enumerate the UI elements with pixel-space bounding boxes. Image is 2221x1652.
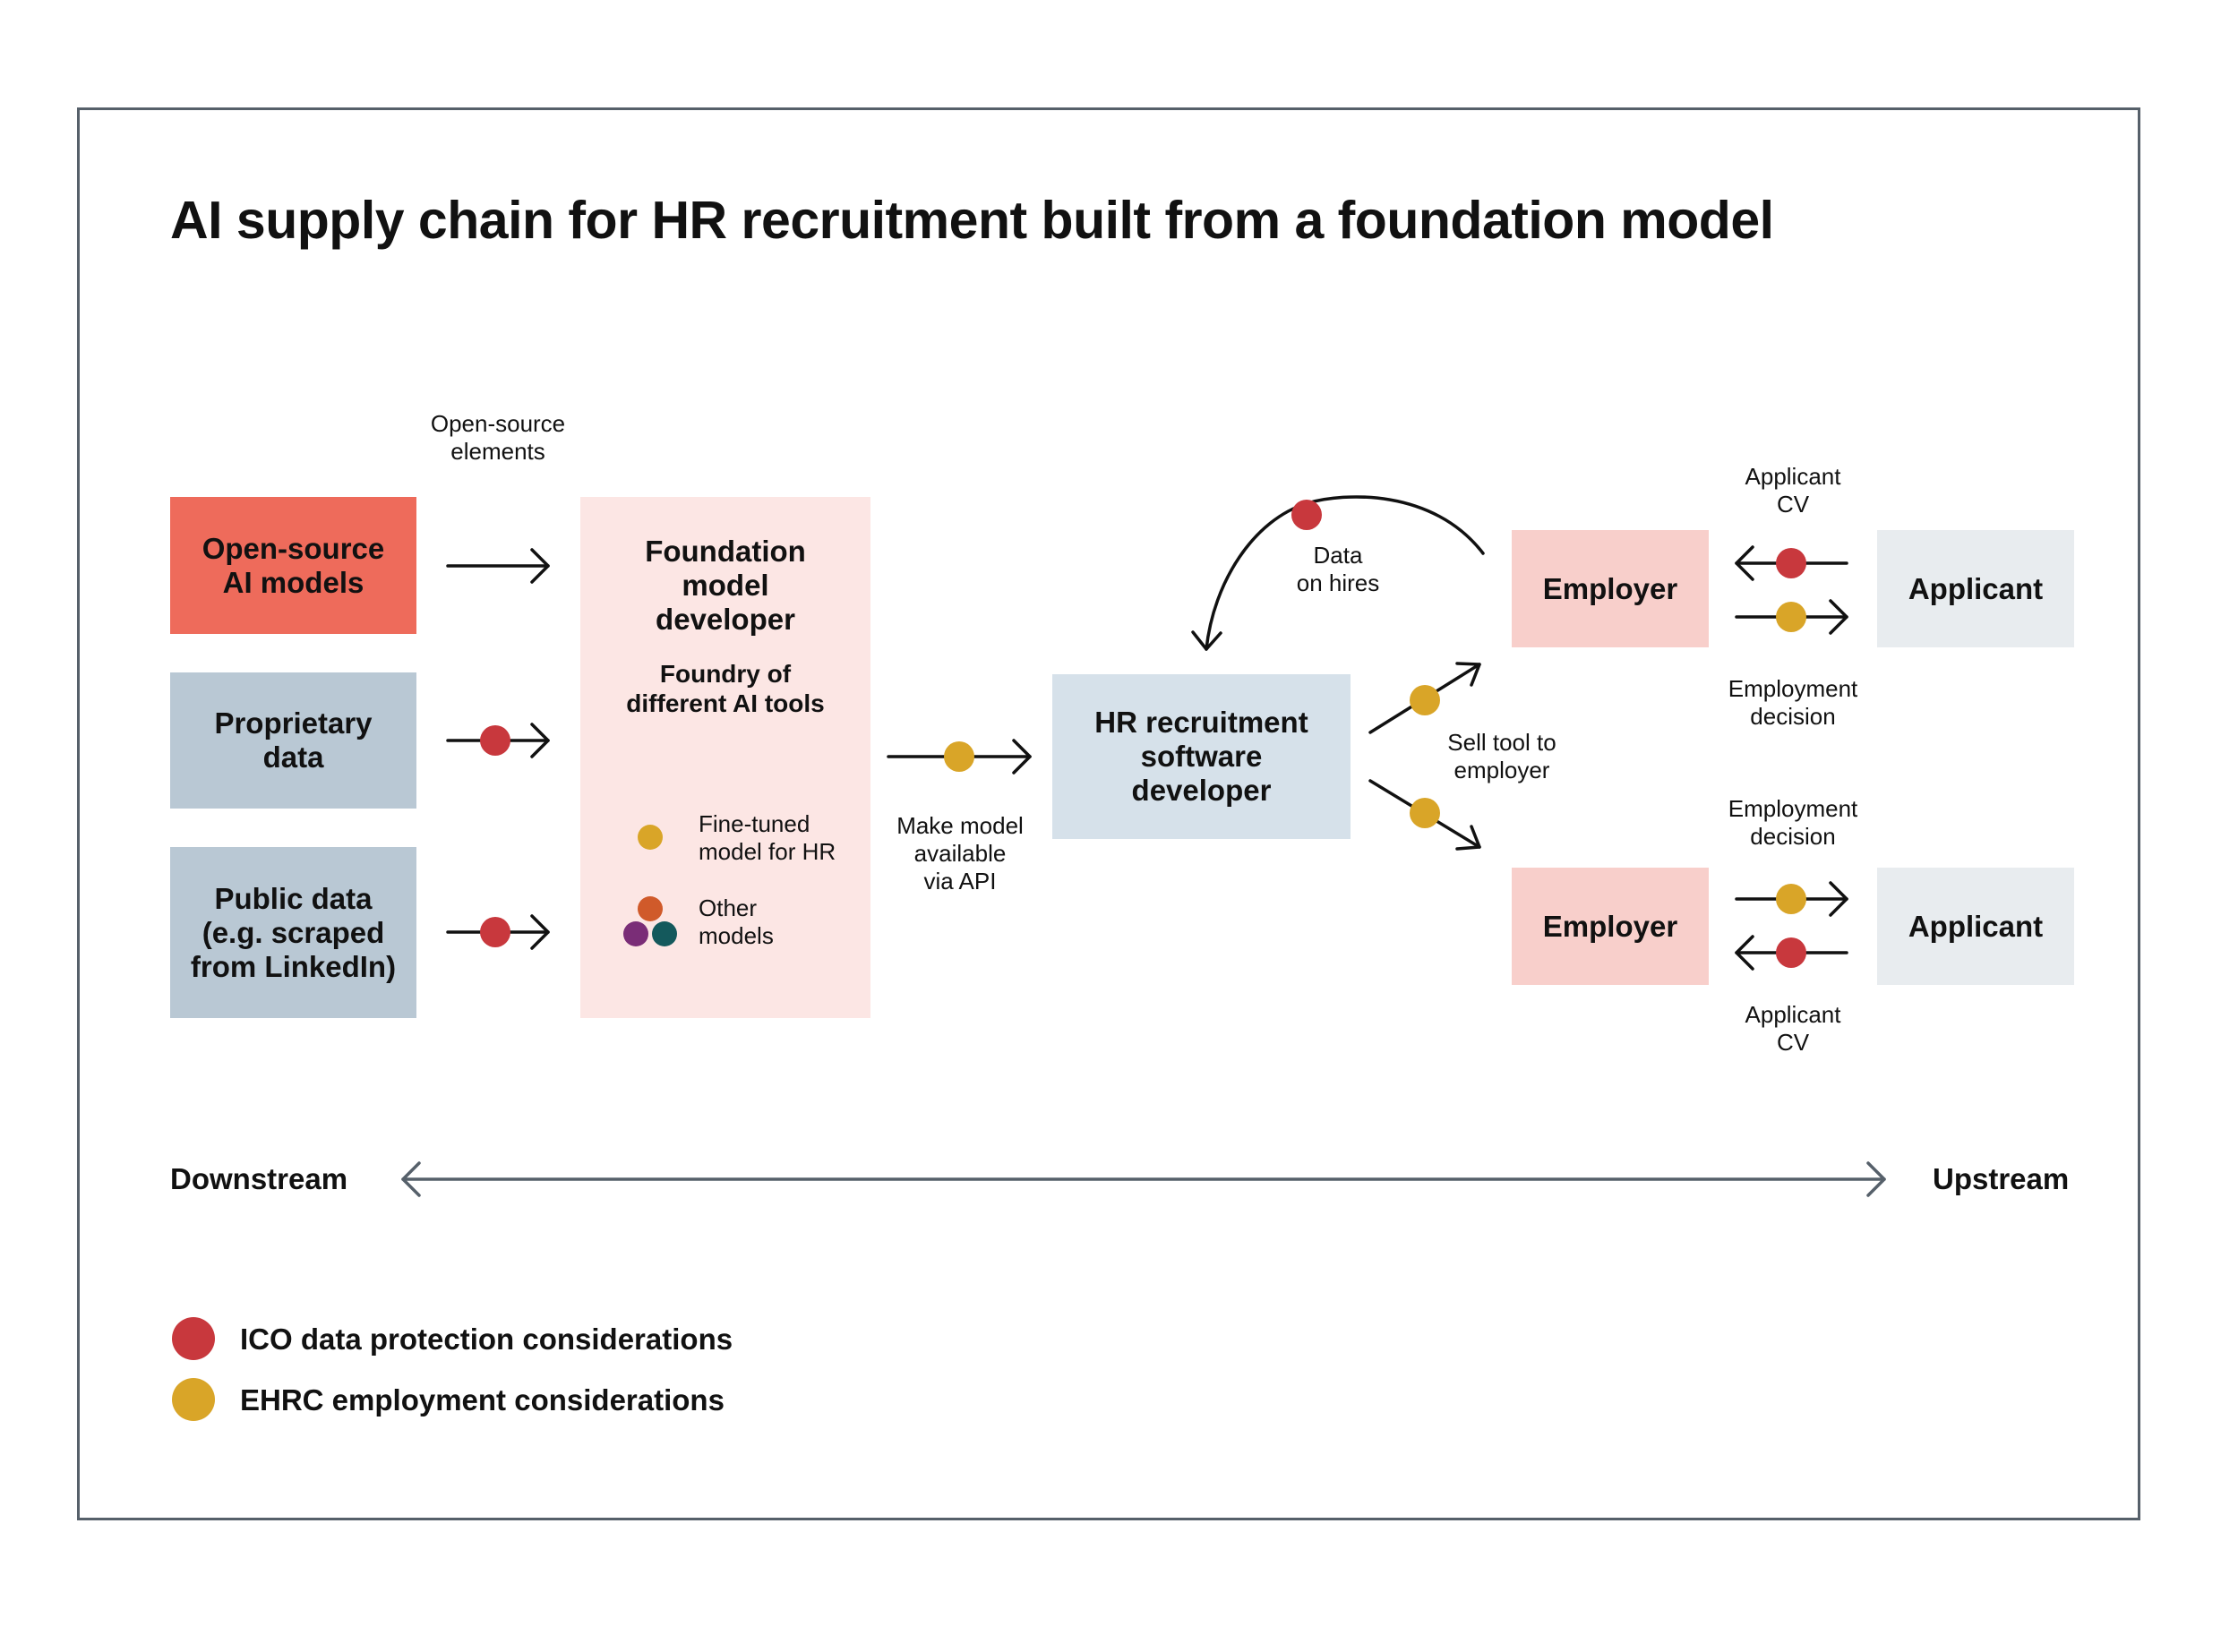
applicant-box-top: Applicant — [1877, 530, 2074, 647]
fine-tuned-dot-icon — [638, 825, 663, 850]
curved-arrow-icon — [1191, 495, 1485, 651]
other-model-dot-icon — [623, 921, 648, 946]
diagram-frame — [77, 107, 2140, 1520]
arrow-right-icon — [446, 548, 550, 584]
ehrc-dot-icon — [1776, 602, 1806, 632]
public-data-box: Public data (e.g. scraped from LinkedIn) — [170, 847, 416, 1018]
data-on-hires-label: Data on hires — [1296, 542, 1380, 596]
ehrc-dot-icon — [944, 741, 974, 772]
ico-dot-icon — [1291, 500, 1322, 530]
downstream-label: Downstream — [170, 1162, 348, 1195]
ico-dot-icon — [1776, 937, 1806, 968]
sell-tool-label: Sell tool to employer — [1447, 729, 1556, 783]
fine-tuned-model-label: Fine-tuned model for HR — [699, 810, 836, 865]
upstream-label: Upstream — [1933, 1162, 2070, 1195]
other-models-label: Other models — [699, 894, 774, 949]
employer-box-top: Employer — [1512, 530, 1709, 647]
employment-decision-label-top: Employment decision — [1728, 675, 1858, 730]
foundation-subtitle: Foundry of different AI tools — [626, 660, 825, 717]
ico-dot-icon — [480, 725, 510, 756]
ehrc-dot-icon — [1410, 798, 1440, 828]
applicant-cv-label-top: Applicant CV — [1745, 463, 1841, 518]
open-source-elements-label: Open-source elements — [430, 410, 566, 465]
proprietary-data-box: Proprietary data — [170, 672, 416, 809]
employer-box-bottom: Employer — [1512, 868, 1709, 985]
ehrc-dot-icon — [1776, 884, 1806, 914]
ehrc-dot-icon — [1410, 685, 1440, 715]
make-model-available-label: Make model available via API — [896, 812, 1024, 894]
open-source-models-box: Open-source AI models — [170, 497, 416, 634]
legend-ico-label: ICO data protection considerations — [240, 1322, 733, 1356]
applicant-box-bottom: Applicant — [1877, 868, 2074, 985]
legend-ehrc-dot-icon — [172, 1378, 215, 1421]
applicant-cv-label-bottom: Applicant CV — [1745, 1001, 1841, 1056]
legend-ehrc-label: EHRC employment considerations — [240, 1383, 725, 1417]
other-model-dot-icon — [638, 896, 663, 921]
diagram-title: AI supply chain for HR recruitment built… — [170, 191, 1774, 250]
downstream-upstream-axis — [401, 1161, 1886, 1197]
legend-ico-dot-icon — [172, 1317, 215, 1360]
ico-dot-icon — [480, 917, 510, 947]
employment-decision-label-bottom: Employment decision — [1728, 795, 1858, 850]
other-model-dot-icon — [652, 921, 677, 946]
ico-dot-icon — [1776, 548, 1806, 578]
foundation-title: Foundation model developer — [645, 535, 806, 636]
hr-recruitment-developer-box: HR recruitment software developer — [1052, 674, 1351, 839]
